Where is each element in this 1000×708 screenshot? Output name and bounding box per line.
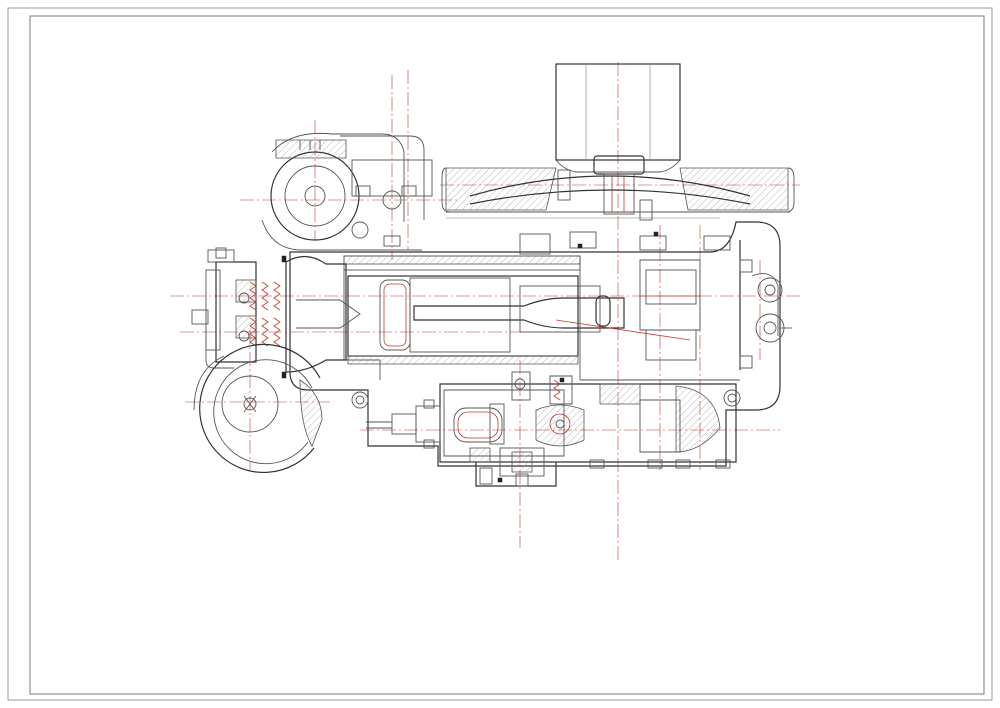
valve-assembly [191,247,361,373]
centerlines [170,62,800,560]
right-governor [519,231,792,370]
flywheel [193,343,323,474]
rocker-beam [441,167,795,221]
exhaust-stack [555,63,681,215]
fasteners [281,231,659,483]
crankcase [351,371,741,487]
upper-pump [261,132,433,251]
inner-frame [29,15,985,695]
inlet-nozzle [366,399,441,449]
outer-frame [7,7,993,701]
